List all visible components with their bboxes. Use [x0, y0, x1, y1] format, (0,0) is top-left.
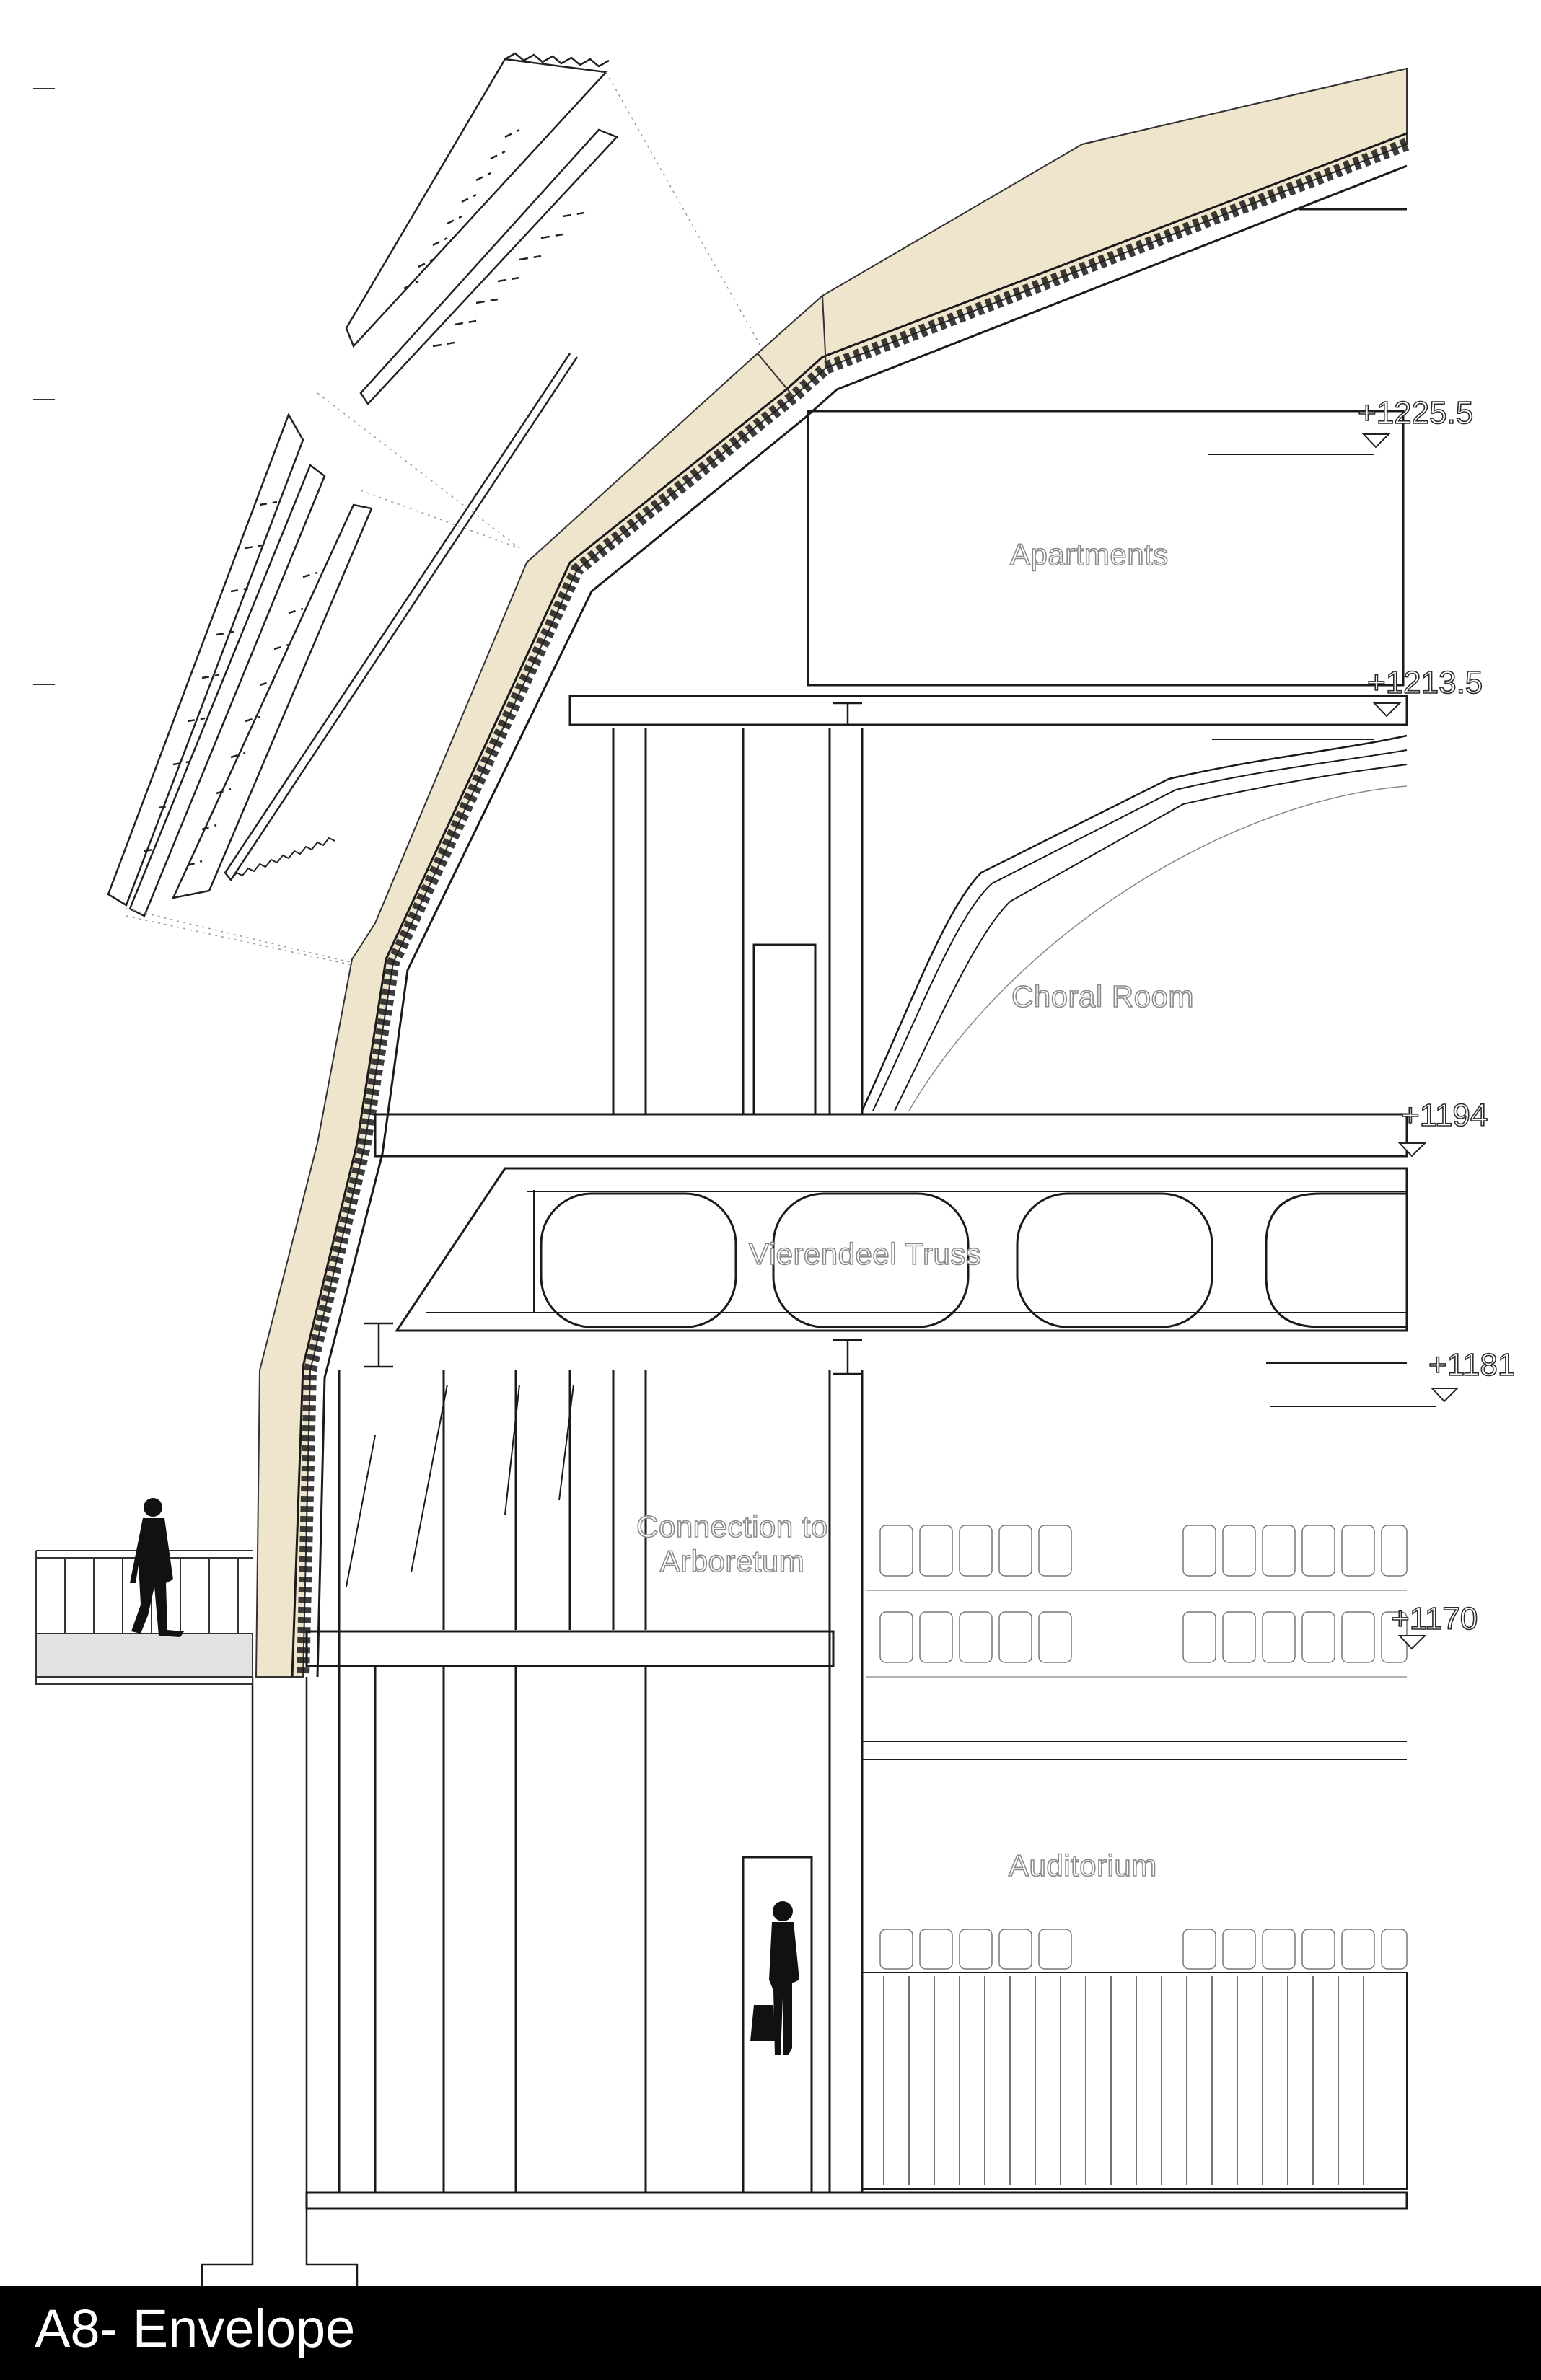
slab-1170 — [305, 1630, 835, 1667]
apartments-label: Apartments — [1009, 537, 1169, 572]
structure — [201, 208, 1436, 2286]
roof-envelope — [255, 67, 1410, 1678]
level-markers — [1361, 433, 1459, 1650]
building-section-drawing — [35, 52, 1459, 2286]
ground-slab — [305, 2191, 1408, 2210]
level-1194-label: +1194 — [1400, 1097, 1488, 1134]
auditorium-label: Auditorium — [1008, 1848, 1157, 1883]
exploded-panel-diagram — [107, 52, 765, 971]
sheet-title-bar: A8- Envelope — [0, 2286, 1541, 2380]
auditorium-seating — [866, 1525, 1408, 1970]
foundation — [201, 1677, 359, 2286]
person-figure-walkway — [130, 1498, 184, 1637]
connection-to-arboretum-label: Connection to Arboretum — [635, 1509, 830, 1579]
margin-tick-3 — [33, 684, 55, 685]
connection-label-line2: Arboretum — [659, 1543, 805, 1579]
timber-cladding — [255, 67, 1408, 1678]
margin-tick-2 — [33, 399, 55, 400]
vierendeel-truss — [395, 1167, 1408, 1332]
level-1213-label: +1213.5 — [1366, 664, 1483, 701]
vierendeel-truss-label: Vierendeel Truss — [748, 1236, 982, 1271]
choral-room-label: Choral Room — [1011, 979, 1194, 1014]
sheet-title: A8- Envelope — [35, 2299, 356, 2358]
insulation-zigzag — [291, 132, 1410, 1678]
connection-label-line1: Connection to — [636, 1509, 828, 1544]
slab-1213 — [568, 695, 1408, 726]
level-1170-label: +1170 — [1390, 1600, 1478, 1637]
level-1225-label: +1225.5 — [1357, 395, 1474, 431]
level-1181-label: +1181 — [1428, 1347, 1516, 1383]
exterior-walkway — [35, 1550, 253, 1685]
apartments-box — [807, 410, 1405, 687]
auditorium-floor — [861, 1972, 1408, 2190]
slab-1194 — [374, 1113, 1408, 1158]
margin-tick-1 — [33, 88, 55, 89]
person-figure-doorway — [750, 1901, 799, 2055]
